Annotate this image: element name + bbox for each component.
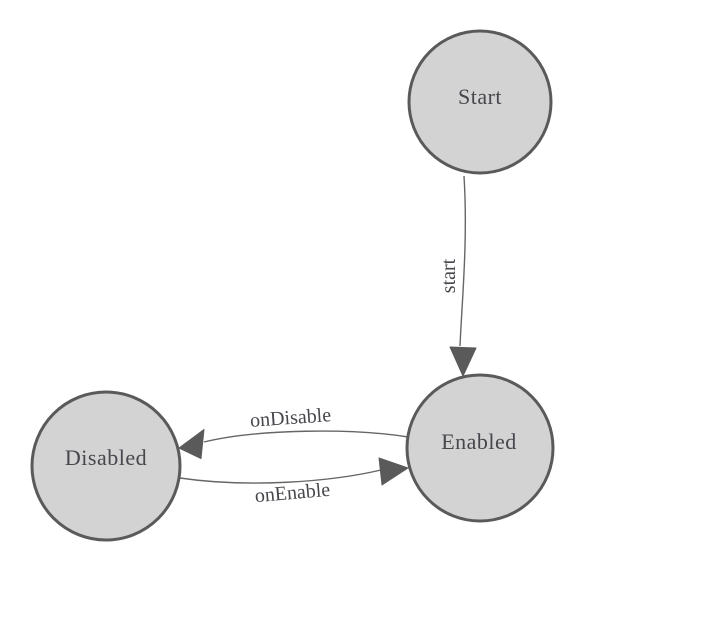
- state-label: Disabled: [65, 445, 147, 470]
- state-circle: [405, 373, 555, 523]
- edge-line-start: [459, 175, 467, 347]
- transition-disabled-to-enabled[interactable]: onEnable: [179, 457, 409, 507]
- state-circle: [30, 390, 182, 542]
- edge-label-on-disable: onDisable: [249, 404, 332, 432]
- transition-start-to-enabled[interactable]: start: [438, 175, 477, 377]
- state-label: Start: [458, 84, 502, 109]
- state-node-start[interactable]: Start: [407, 29, 553, 175]
- arrowhead-down-icon: [449, 346, 477, 377]
- state-label: Enabled: [441, 429, 517, 454]
- state-node-disabled[interactable]: Disabled: [30, 390, 182, 542]
- state-node-enabled[interactable]: Enabled: [405, 373, 555, 523]
- edge-line-on-disable: [203, 430, 409, 443]
- transition-enabled-to-disabled[interactable]: onDisable: [178, 404, 409, 459]
- arrowhead-right-icon: [378, 457, 409, 486]
- edge-label-start: start: [438, 258, 460, 293]
- state-circle: [407, 29, 553, 175]
- edge-line-on-enable: [179, 469, 382, 484]
- arrowhead-left-icon: [178, 429, 205, 459]
